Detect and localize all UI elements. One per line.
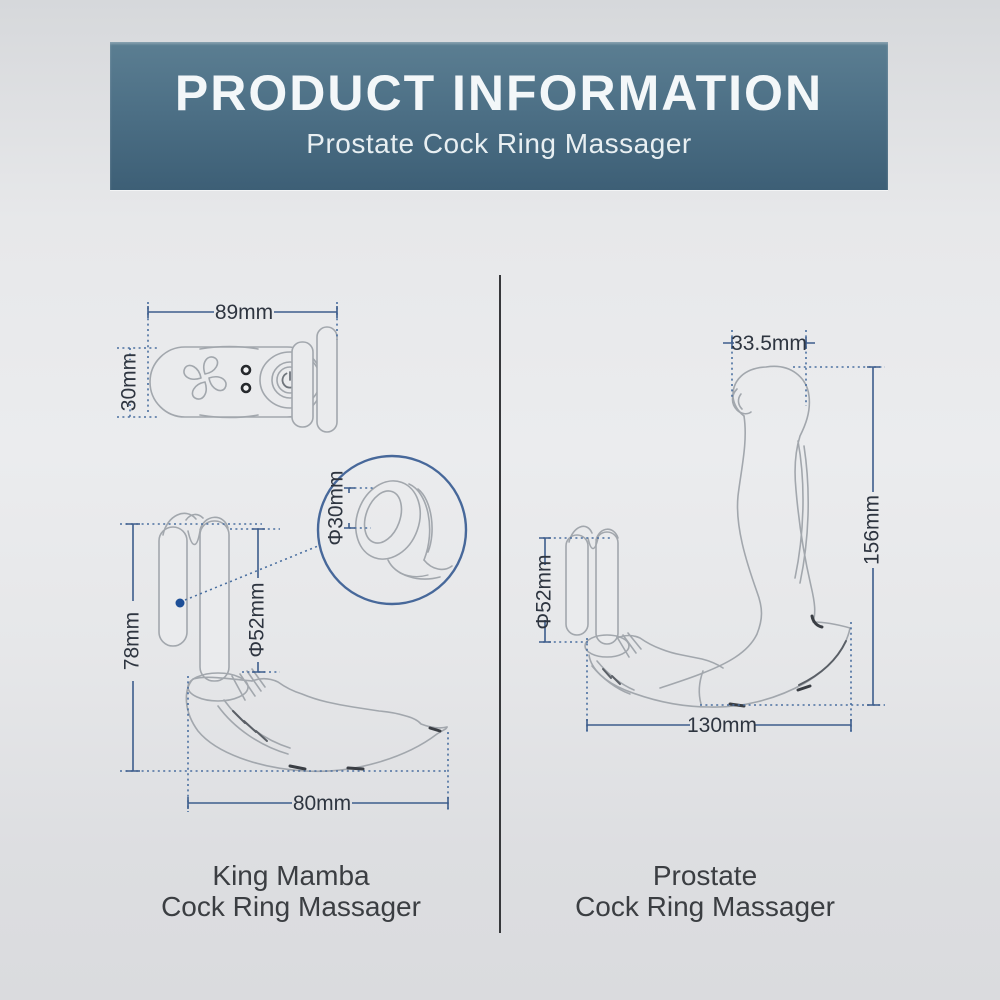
- right-product-drawing: [565, 365, 851, 708]
- dim-right-height-value: 156mm: [861, 495, 884, 565]
- right-product-name: Prostate: [652, 860, 758, 891]
- fan-logo-icon: [183, 356, 227, 400]
- dim-right-base-length: 130mm: [586, 622, 852, 737]
- left-product-type: Cock Ring Massager: [161, 891, 421, 922]
- right-product-label: Prostate Cock Ring Massager: [545, 860, 865, 922]
- dim-inner-ring-value: Φ30mm: [325, 470, 348, 545]
- page-title: PRODUCT INFORMATION: [174, 65, 824, 121]
- left-product-top-view-drawing: [149, 326, 338, 433]
- dim-right-ring-diameter: Φ52mm: [533, 537, 613, 643]
- left-product-label: King Mamba Cock Ring Massager: [131, 860, 451, 922]
- dim-right-base-length-value: 130mm: [687, 714, 757, 737]
- left-product-name: King Mamba: [212, 860, 370, 891]
- left-product-side-view-drawing: [158, 512, 448, 773]
- dim-top-width-value: 89mm: [215, 301, 273, 324]
- indicator-dot: [240, 364, 252, 376]
- dim-right-head-width-value: 33.5mm: [731, 332, 807, 355]
- right-product-type: Cock Ring Massager: [575, 891, 835, 922]
- dim-left-height-value: 78mm: [121, 612, 144, 670]
- banner: PRODUCT INFORMATION Prostate Cock Ring M…: [110, 42, 888, 190]
- magnifier-detail-drawing: Φ30mm: [316, 454, 468, 606]
- indicator-dot: [240, 382, 252, 394]
- dim-right-ring-diameter-value: Φ52mm: [533, 554, 556, 629]
- dim-left-height: 78mm: [120, 523, 448, 772]
- leader-dot: [175, 598, 185, 608]
- dim-left-base-length-value: 80mm: [293, 792, 351, 815]
- dim-left-ring-diameter-value: Φ52mm: [246, 582, 269, 657]
- dim-left-base-length: 80mm: [187, 676, 449, 815]
- page-subtitle: Prostate Cock Ring Massager: [306, 128, 692, 159]
- dim-right-height: 156mm: [700, 366, 885, 706]
- dim-left-ring-diameter: Φ52mm: [230, 528, 280, 673]
- dim-top-height: 30mm: [117, 347, 158, 418]
- dim-top-height-value: 30mm: [118, 353, 141, 411]
- dim-right-head-width: 33.5mm: [723, 330, 815, 406]
- dim-top-width: 89mm: [147, 301, 338, 413]
